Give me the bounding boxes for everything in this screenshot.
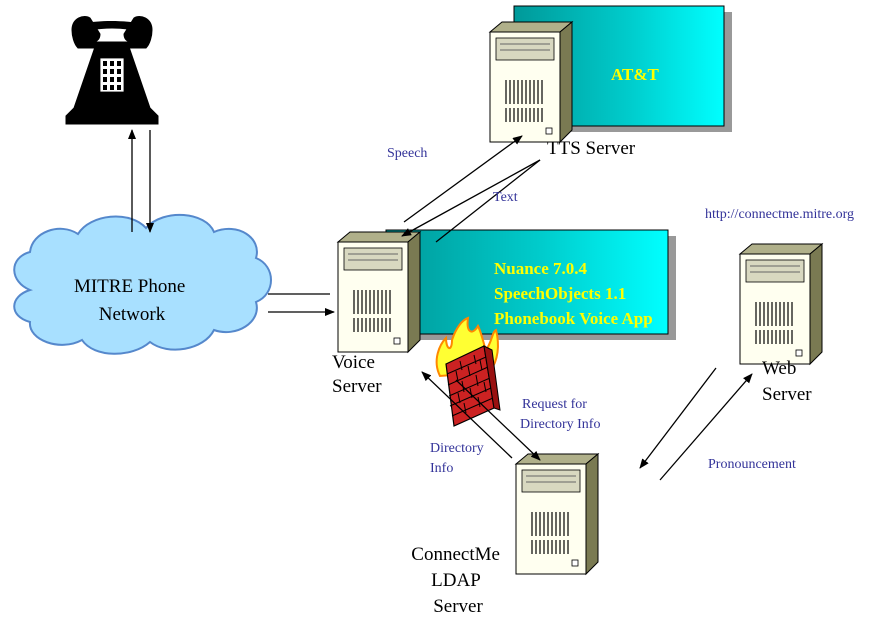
phone-network-cloud: MITRE Phone Network — [13, 214, 272, 355]
arrow-voice-to-tts — [403, 135, 523, 223]
tts-box-label: AT&T — [611, 65, 660, 84]
label-text: Text — [493, 190, 518, 205]
voice-box-label: Nuance 7.0.4 SpeechObjects 1.1 Phonebook… — [494, 259, 653, 328]
web-server-icon — [739, 243, 823, 365]
arrow-tts-to-voice — [401, 159, 541, 237]
voice-software-box: Nuance 7.0.4 SpeechObjects 1.1 Phonebook… — [385, 229, 676, 340]
line-tts-voice-upper — [435, 159, 541, 243]
tts-server-icon — [489, 21, 573, 143]
label-directory: Directory Info — [430, 441, 487, 476]
cloud-label: MITRE Phone Network — [74, 276, 190, 325]
connector-lines — [128, 129, 753, 481]
arrow-ldap-to-web — [659, 373, 753, 481]
label-url: http://connectme.mitre.org — [705, 207, 854, 222]
arrow-ldap-to-voice — [421, 371, 513, 459]
voice-server-icon — [337, 231, 421, 353]
label-request: Request for Directory Info — [520, 397, 600, 432]
ldap-server-label: ConnectMe LDAP Server — [411, 544, 504, 617]
label-speech: Speech — [387, 146, 427, 161]
web-server-label: Web Server — [762, 358, 812, 405]
arrow-web-to-ldap — [639, 367, 717, 469]
tts-server-label: TTS Server — [547, 138, 636, 159]
label-pronouncement: Pronouncement — [708, 457, 796, 472]
ldap-server-icon — [515, 453, 599, 575]
arrow-voice-to-ldap — [455, 379, 541, 461]
voice-server-label: Voice Server — [332, 352, 382, 397]
telephone-icon — [65, 16, 159, 125]
